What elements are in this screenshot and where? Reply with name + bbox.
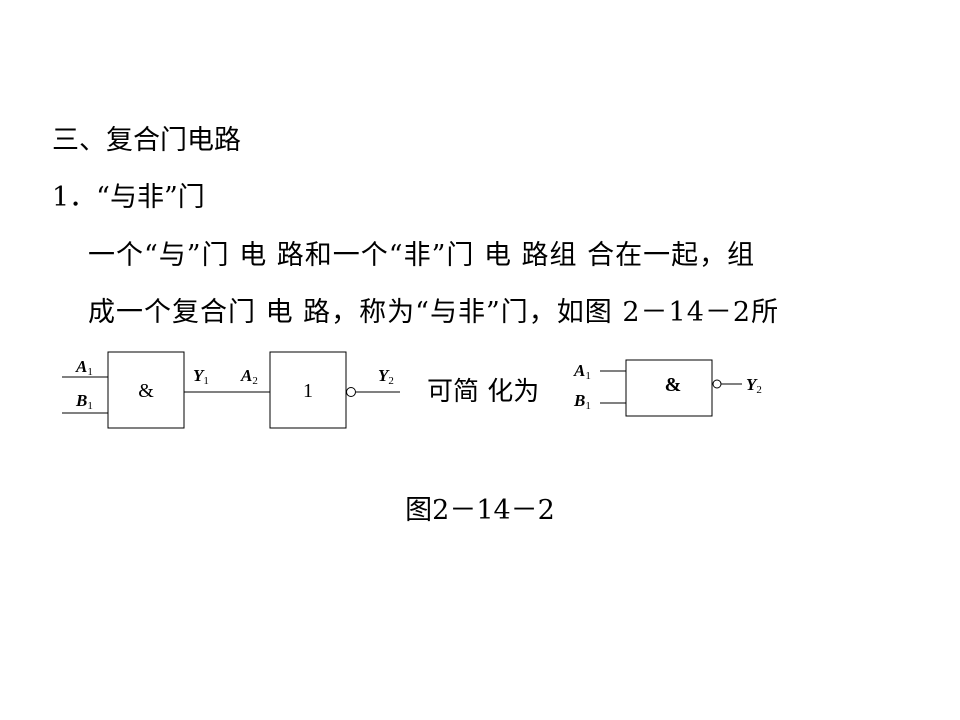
not-gate-bubble bbox=[346, 387, 356, 397]
logic-circuit-diagram: A1 B1 & Y1 A2 1 Y2 可简 化为 A1 B1 & Y2 bbox=[62, 351, 762, 429]
nand-gate-bubble bbox=[712, 379, 722, 389]
subsection-heading: 1．“与非”门 bbox=[52, 182, 205, 213]
label-y2: Y2 bbox=[378, 366, 394, 387]
nand-gate-symbol: & bbox=[665, 374, 682, 396]
label-a2: A2 bbox=[240, 366, 258, 387]
simplify-text: 可简 化为 bbox=[427, 377, 539, 407]
nand-label-b1: B1 bbox=[573, 391, 591, 412]
paragraph-line-1: 一个“与”门 电 路和一个“非”门 电 路组 合在一起，组 bbox=[88, 240, 756, 271]
and-gate-symbol: & bbox=[138, 380, 154, 402]
nand-gate bbox=[625, 359, 713, 417]
label-b1: B1 bbox=[75, 391, 93, 412]
label-a1: A1 bbox=[75, 357, 93, 378]
label-y1: Y1 bbox=[193, 366, 209, 387]
and-gate bbox=[107, 351, 185, 429]
section-heading: 三、复合门电路 bbox=[52, 125, 241, 156]
not-gate bbox=[269, 351, 347, 429]
not-gate-symbol: 1 bbox=[303, 380, 313, 402]
figure-caption: 图2－14－2 bbox=[405, 495, 555, 526]
nand-label-y2: Y2 bbox=[746, 375, 762, 396]
nand-label-a1: A1 bbox=[573, 361, 591, 382]
paragraph-line-2: 成一个复合门 电 路，称为“与非”门，如图 2－14－2所 bbox=[88, 297, 780, 328]
